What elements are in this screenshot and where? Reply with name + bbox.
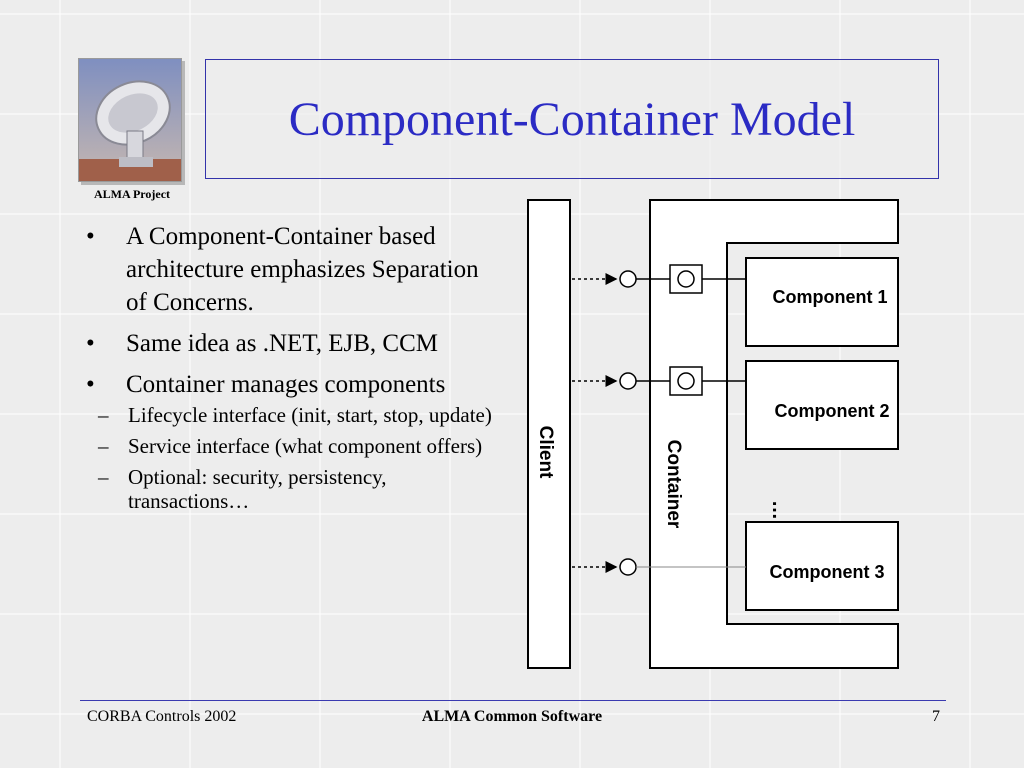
container-shape xyxy=(649,199,899,669)
component-box xyxy=(745,521,899,611)
interface-connection xyxy=(572,366,746,396)
container-label: Container xyxy=(663,440,684,529)
client-label: Client xyxy=(535,426,556,479)
bullet-text: Same idea as .NET, EJB, CCM xyxy=(126,330,438,357)
component-box xyxy=(745,360,899,450)
bullet-text: Container manages components xyxy=(126,371,446,398)
alma-logo-image xyxy=(78,58,182,182)
bullet-item: • A Component-Container based architectu… xyxy=(84,220,504,319)
bullet-dot: • xyxy=(86,223,95,250)
footer-left: CORBA Controls 2002 xyxy=(87,708,237,725)
sub-bullet-dash: – xyxy=(98,403,109,427)
bullet-dot: • xyxy=(86,371,95,398)
sub-bullet-item: – Optional: security, persistency, trans… xyxy=(84,465,504,513)
interface-connection xyxy=(572,264,746,294)
component-label: Component 1 xyxy=(773,287,888,307)
sub-bullet-list: – Lifecycle interface (init, start, stop… xyxy=(98,403,504,513)
bullet-list: • A Component-Container based architectu… xyxy=(84,220,504,521)
sub-bullet-text: Lifecycle interface (init, start, stop, … xyxy=(128,403,492,427)
footer-rule xyxy=(80,700,946,701)
sub-bullet-dash: – xyxy=(98,434,109,458)
footer-center: ALMA Common Software xyxy=(421,708,603,725)
sub-bullet-text: Optional: security, persistency, transac… xyxy=(128,465,387,513)
component-box xyxy=(745,257,899,347)
interface-connection xyxy=(572,558,746,576)
client-box xyxy=(527,199,571,669)
bullet-text: A Component-Container based architecture… xyxy=(126,223,479,316)
bullet-item: • Same idea as .NET, EJB, CCM xyxy=(84,327,504,360)
sub-bullet-item: – Service interface (what component offe… xyxy=(84,434,504,458)
sub-bullet-item: – Lifecycle interface (init, start, stop… xyxy=(84,403,504,427)
sub-bullet-dash: – xyxy=(98,465,109,489)
bullet-item: • Container manages components – Lifecyc… xyxy=(84,368,504,513)
slide-title-box: Component-Container Model xyxy=(205,59,939,179)
logo-caption: ALMA Project xyxy=(93,187,171,201)
bullet-dot: • xyxy=(86,330,95,357)
sub-bullet-text: Service interface (what component offers… xyxy=(128,434,483,458)
page-number: 7 xyxy=(932,708,940,725)
component-label: Component 2 xyxy=(775,401,890,421)
component-label: Component 3 xyxy=(770,562,885,582)
ellipsis-label: … xyxy=(768,500,790,520)
slide-title: Component-Container Model xyxy=(288,92,856,146)
